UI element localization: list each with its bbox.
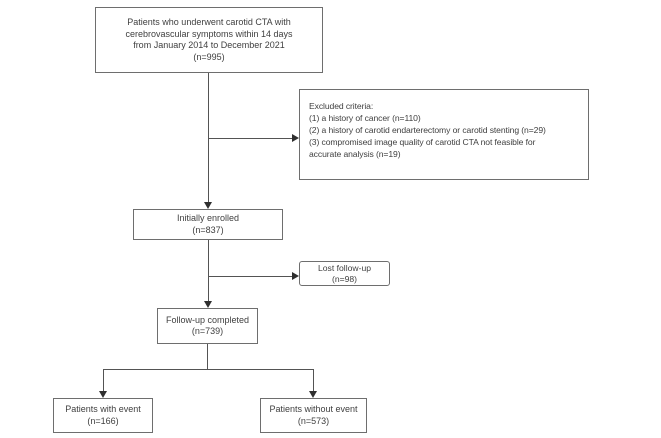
flow-box-lost-follow-up: Lost follow-up (n=98): [299, 261, 390, 286]
follow-up-completed-label: Follow-up completed: [165, 314, 250, 325]
arrowhead-into-with-event-icon: [99, 391, 107, 398]
patients-without-event-count: (n=573): [297, 415, 330, 426]
lost-follow-up-count: (n=98): [331, 273, 358, 284]
eligible-patients-text: Patients who underwent carotid CTA with …: [125, 17, 293, 50]
excluded-criteria-item-2: (2) a history of carotid endarterectomy …: [309, 125, 546, 135]
patients-with-event-label: Patients with event: [65, 404, 141, 414]
arrowhead-into-enrolled-icon: [204, 202, 212, 209]
follow-up-completed-count: (n=739): [191, 326, 224, 336]
initially-enrolled-label: Initially enrolled: [176, 213, 240, 223]
connector-to-excluded: [208, 138, 293, 139]
lost-follow-up-label: Lost follow-up: [317, 263, 372, 273]
excluded-criteria-item-3: (3) compromised image quality of carotid…: [309, 137, 536, 159]
flow-box-follow-up-completed: Follow-up completed (n=739): [157, 308, 258, 344]
arrowhead-into-completed-icon: [204, 301, 212, 308]
arrowhead-into-excluded-icon: [292, 134, 299, 142]
excluded-criteria-title: Excluded criteria:: [309, 101, 374, 111]
connector-to-lost-follow-up: [208, 276, 293, 277]
patients-without-event-label: Patients without event: [269, 404, 358, 414]
flow-box-patients-with-event: Patients with event (n=166): [53, 398, 153, 433]
eligible-patients-count: (n=995): [193, 51, 225, 62]
initially-enrolled-count: (n=837): [192, 224, 224, 235]
patients-with-event-count: (n=166): [87, 415, 119, 426]
connector-branch-to-without-event: [313, 369, 314, 392]
flow-box-excluded-criteria: Excluded criteria: (1) a history of canc…: [299, 89, 589, 180]
arrowhead-into-without-event-icon: [309, 391, 317, 398]
flow-box-initially-enrolled: Initially enrolled (n=837): [133, 209, 283, 240]
connector-completed-to-branch: [207, 344, 208, 370]
arrowhead-into-lost-follow-up-icon: [292, 272, 299, 280]
flow-box-eligible-patients: Patients who underwent carotid CTA with …: [95, 7, 323, 73]
connector-branch-to-with-event: [103, 369, 104, 392]
connector-branch-horizontal: [103, 369, 314, 370]
excluded-criteria-item-1: (1) a history of cancer (n=110): [309, 113, 421, 123]
flow-box-patients-without-event: Patients without event (n=573): [260, 398, 367, 433]
connector-enrolled-to-completed: [208, 240, 209, 301]
